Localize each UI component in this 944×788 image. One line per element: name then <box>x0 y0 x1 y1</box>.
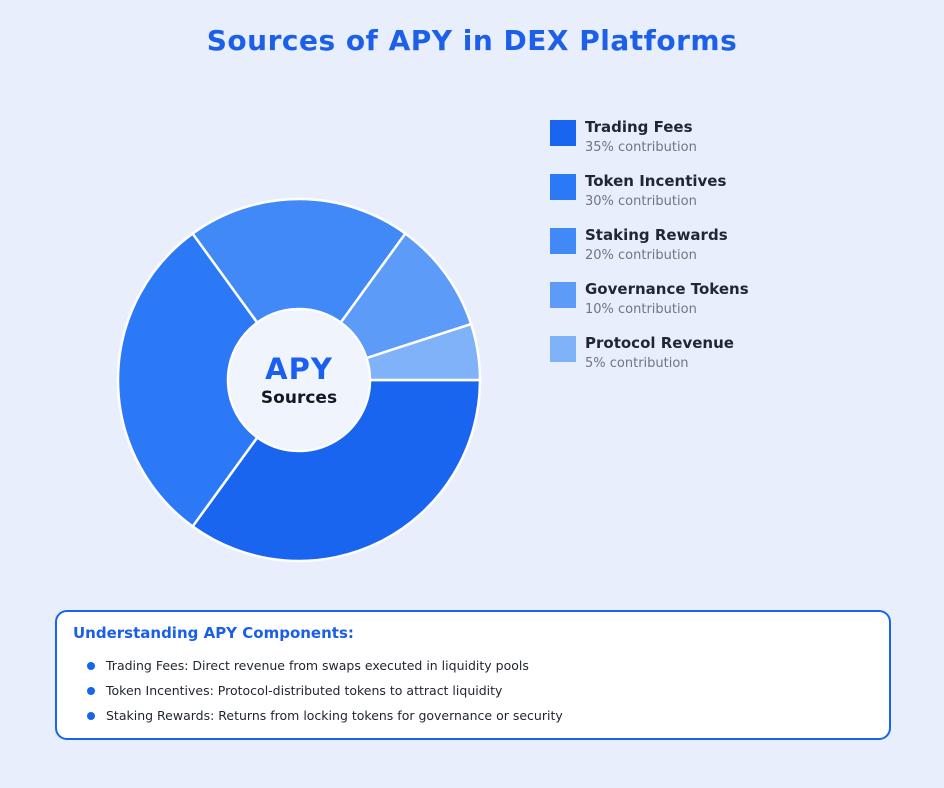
legend-sublabel: 10% contribution <box>585 302 697 317</box>
legend-sublabel: 35% contribution <box>585 140 697 155</box>
bullet-dot-icon <box>87 711 95 720</box>
pie-slice-staking-rewards <box>191 197 407 324</box>
donut-chart-svg <box>116 197 482 563</box>
legend-sublabel: 30% contribution <box>585 194 697 209</box>
legend-item-protocol-revenue: Protocol Revenue 5% contribution <box>550 334 749 371</box>
chart-legend: Trading Fees 35% contribution Token Ince… <box>550 118 749 388</box>
info-bullet-token-incentives: Token Incentives: Protocol-distributed t… <box>73 678 873 703</box>
page-title: Sources of APY in DEX Platforms <box>206 24 738 57</box>
legend-label: Trading Fees <box>585 118 693 136</box>
legend-label: Staking Rewards <box>585 226 728 244</box>
legend-swatch-icon <box>550 336 576 362</box>
legend-item-staking-rewards: Staking Rewards 20% contribution <box>550 226 749 263</box>
bullet-text: Trading Fees: Direct revenue from swaps … <box>106 658 529 673</box>
legend-swatch-icon <box>550 228 576 254</box>
donut-chart: APY Sources <box>99 180 499 580</box>
legend-swatch-icon <box>550 174 576 200</box>
legend-label: Token Incentives <box>585 172 727 190</box>
legend-label: Governance Tokens <box>585 280 749 298</box>
bullet-dot-icon <box>87 661 95 670</box>
legend-sublabel: 20% contribution <box>585 248 697 263</box>
pie-slice-token-incentives <box>116 232 259 528</box>
pie-slice-protocol-revenue <box>365 322 482 382</box>
legend-item-trading-fees: Trading Fees 35% contribution <box>550 118 749 155</box>
legend-item-governance-tokens: Governance Tokens 10% contribution <box>550 280 749 317</box>
info-box-heading: Understanding APY Components: <box>73 624 354 642</box>
pie-slice-trading-fees <box>191 378 482 563</box>
bullet-text: Staking Rewards: Returns from locking to… <box>106 708 563 723</box>
info-bullet-staking-rewards: Staking Rewards: Returns from locking to… <box>73 703 873 728</box>
legend-sublabel: 5% contribution <box>585 356 689 371</box>
bullet-dot-icon <box>87 686 95 695</box>
legend-swatch-icon <box>550 120 576 146</box>
info-box: Understanding APY Components: Trading Fe… <box>55 610 891 740</box>
legend-label: Protocol Revenue <box>585 334 734 352</box>
donut-hole <box>229 310 369 450</box>
info-bullet-trading-fees: Trading Fees: Direct revenue from swaps … <box>73 653 873 678</box>
legend-item-token-incentives: Token Incentives 30% contribution <box>550 172 749 209</box>
bullet-text: Token Incentives: Protocol-distributed t… <box>106 683 503 698</box>
legend-swatch-icon <box>550 282 576 308</box>
